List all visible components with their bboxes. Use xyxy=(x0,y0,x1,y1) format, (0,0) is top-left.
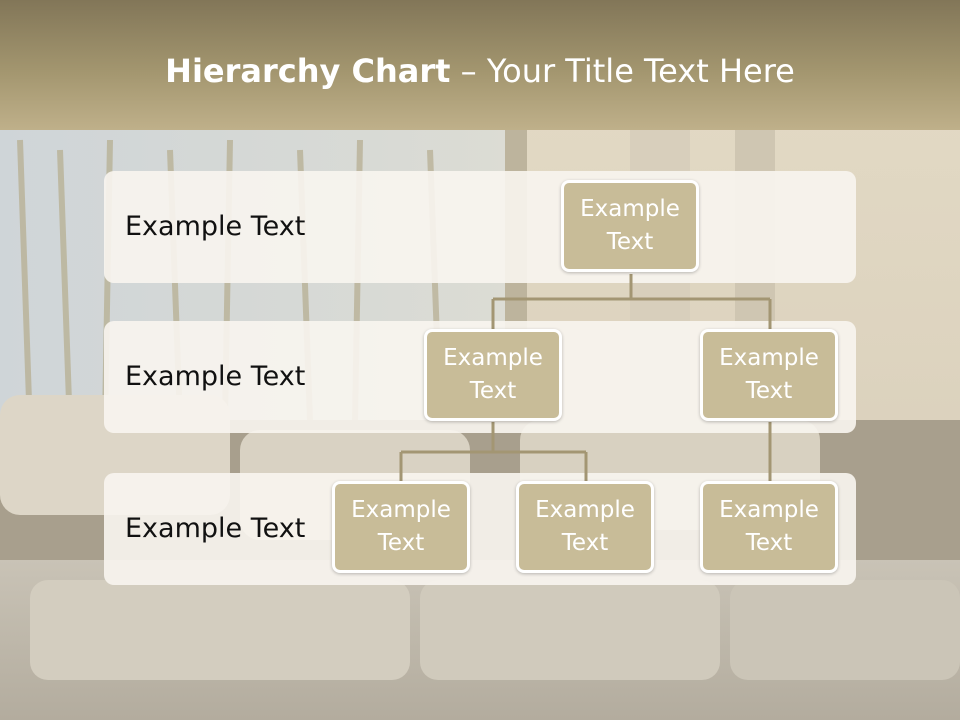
node-level2-left[interactable]: Example Text xyxy=(424,329,562,421)
node-root[interactable]: Example Text xyxy=(561,180,699,272)
title-bold: Hierarchy Chart xyxy=(165,52,451,90)
title-rest: – Your Title Text Here xyxy=(450,52,795,90)
level-label-3: Example Text xyxy=(125,513,306,544)
level-label-1: Example Text xyxy=(125,211,306,242)
node-level3-right-1[interactable]: Example Text xyxy=(700,481,838,573)
node-level2-right[interactable]: Example Text xyxy=(700,329,838,421)
node-level3-left-2[interactable]: Example Text xyxy=(516,481,654,573)
level-label-2: Example Text xyxy=(125,361,306,392)
page-title: Hierarchy Chart – Your Title Text Here xyxy=(0,52,960,90)
level-band-1 xyxy=(104,171,856,283)
node-level3-left-1[interactable]: Example Text xyxy=(332,481,470,573)
